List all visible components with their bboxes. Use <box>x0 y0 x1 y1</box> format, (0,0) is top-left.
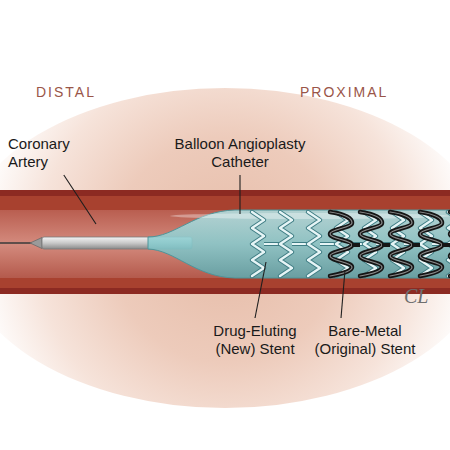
part-label: Balloon Angioplasty Catheter <box>165 135 315 171</box>
signature: CL <box>404 284 444 308</box>
leader-line <box>64 175 96 224</box>
artery-wall <box>0 190 450 294</box>
leader-line <box>239 175 240 214</box>
direction-label: DISTAL <box>36 84 156 101</box>
part-label-box: Coronary Artery <box>8 135 98 171</box>
signature-box: CL <box>404 284 444 308</box>
part-label-box: Bare-Metal (Original) Stent <box>305 322 425 358</box>
direction-label: PROXIMAL <box>300 84 430 101</box>
part-label: Drug-Eluting (New) Stent <box>200 322 310 358</box>
balloon <box>148 210 450 278</box>
bare-metal-stent <box>390 212 420 276</box>
drug-eluting-stent <box>308 212 336 276</box>
bare-metal-stent <box>420 212 450 276</box>
leader-line <box>255 262 266 318</box>
bare-metal-stent <box>330 212 360 276</box>
leader-line <box>341 270 345 318</box>
part-label-box: Balloon Angioplasty Catheter <box>165 135 315 171</box>
part-label: Coronary Artery <box>8 135 98 171</box>
drug-eluting-stent <box>252 212 280 276</box>
guidewire <box>0 242 34 244</box>
direction-label-box: DISTAL <box>36 84 156 101</box>
bare-metal-stent <box>360 212 390 276</box>
direction-label-box: PROXIMAL <box>300 84 430 101</box>
tissue <box>0 88 450 408</box>
artery-wall-inner <box>0 196 450 288</box>
artery-lumen <box>0 210 450 278</box>
part-label-box: Drug-Eluting (New) Stent <box>200 322 310 358</box>
drug-eluting-stent <box>280 212 308 276</box>
catheter-tip <box>30 238 42 249</box>
part-label: Bare-Metal (Original) Stent <box>305 322 425 358</box>
